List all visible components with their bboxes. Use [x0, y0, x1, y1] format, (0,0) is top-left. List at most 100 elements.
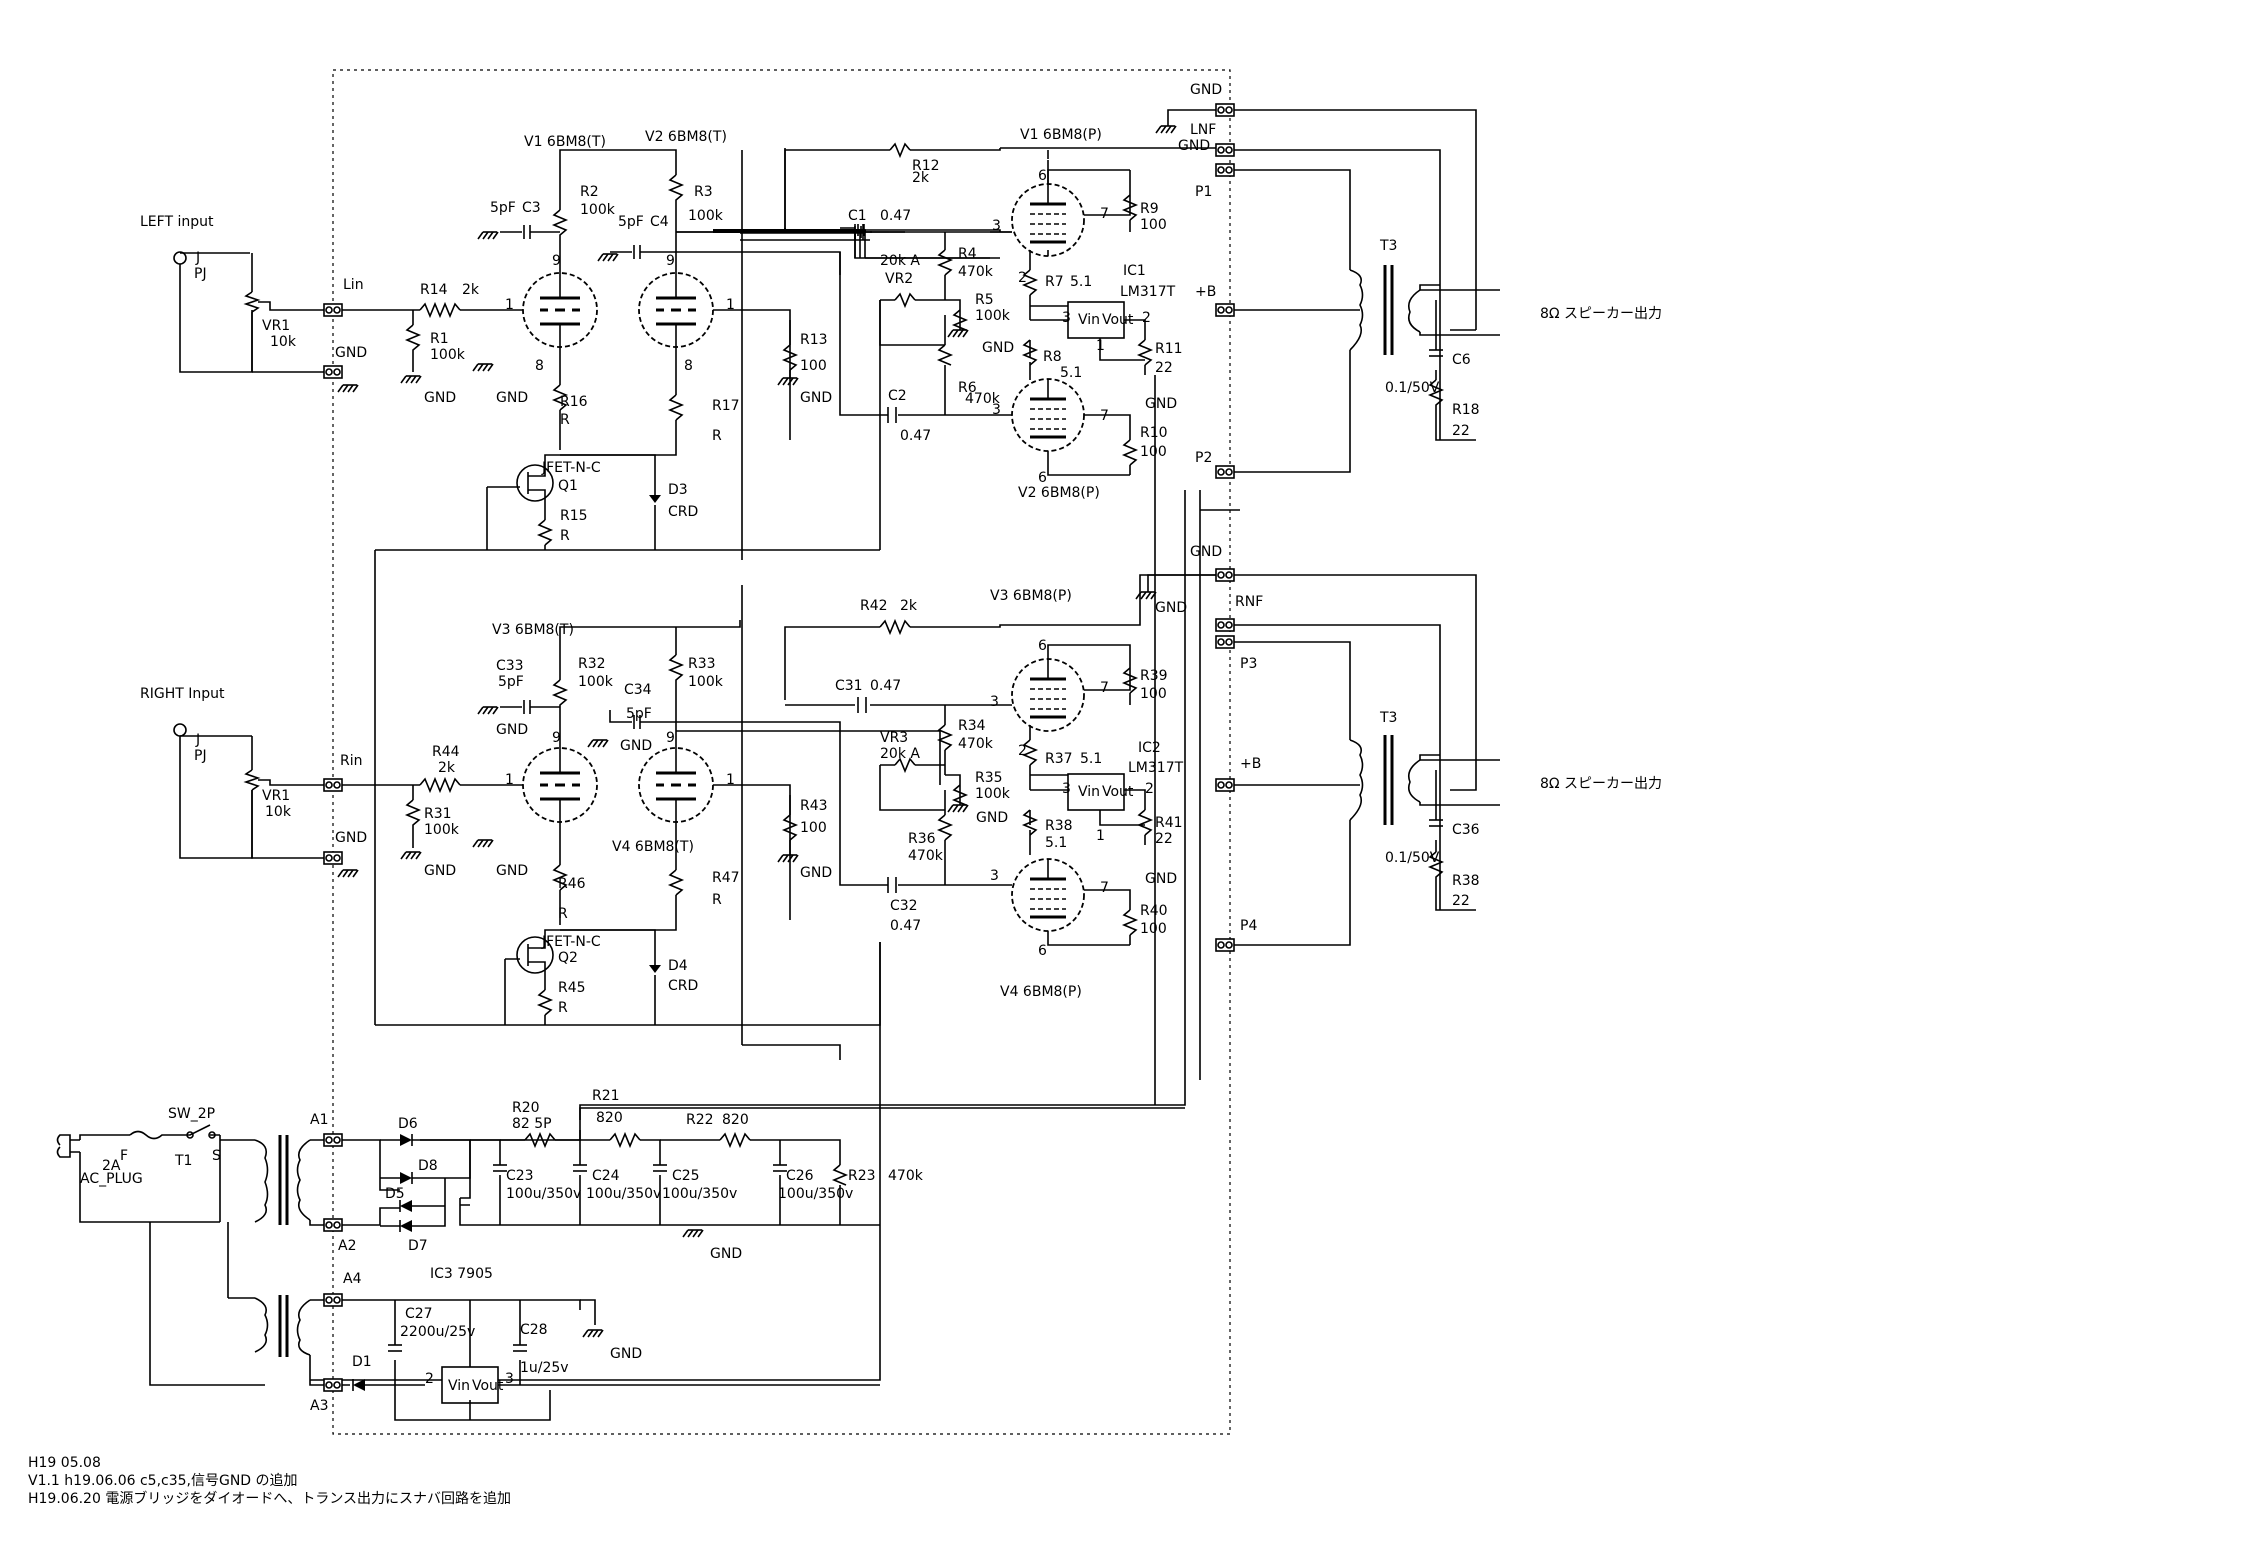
r32-value: 100k	[578, 674, 614, 690]
r40-label: R40	[1140, 903, 1168, 919]
pin-label: 3	[505, 1371, 514, 1387]
r17-value: R	[712, 428, 722, 444]
pin-label: 1	[726, 772, 735, 788]
r41-value: 22	[1155, 831, 1173, 847]
left-g1-c1	[785, 224, 1012, 240]
gnd-label: GND	[496, 863, 528, 879]
left-screen-resistors	[1084, 170, 1139, 475]
pin-label: 2	[1018, 270, 1027, 286]
q1-jfet	[516, 464, 554, 502]
r16-label: R16	[560, 394, 588, 410]
t1-label: T1	[174, 1153, 192, 1169]
d3-value: CRD	[668, 504, 698, 520]
p4-terminal	[1215, 938, 1235, 952]
r23-label: R23	[848, 1168, 876, 1184]
c4-label: C4	[650, 214, 669, 230]
r22-label: R22	[686, 1112, 714, 1128]
p3-terminal	[1215, 635, 1235, 649]
r10-label: R10	[1140, 425, 1168, 441]
r46-value: R	[558, 906, 568, 922]
pin-label: 6	[1038, 638, 1047, 654]
s-label: S	[212, 1148, 221, 1164]
t3b-label: T3	[1379, 710, 1397, 726]
r3-label: R3	[694, 184, 713, 200]
v2t-label: V2 6BM8(T)	[645, 129, 727, 145]
pin-label: 9	[666, 253, 675, 269]
v2-triode	[637, 271, 715, 349]
r31-label: R31	[424, 806, 452, 822]
v2-pentode	[1010, 377, 1086, 453]
c33-label: C33	[496, 658, 524, 674]
q2-name: Q2	[558, 950, 578, 966]
r5-label: R5	[975, 292, 994, 308]
r37-label: R37	[1045, 751, 1073, 767]
c33-value: 5pF	[498, 674, 524, 690]
ic2-value: LM317T	[1128, 760, 1184, 776]
gnd-label: GND	[710, 1246, 742, 1262]
q2-label: JFET-N-C	[541, 934, 601, 950]
c34-value: 5pF	[626, 706, 652, 722]
a4-label: A4	[343, 1271, 362, 1287]
left-jack-type: PJ	[194, 266, 207, 282]
left-gnd-label: GND	[335, 345, 367, 361]
a2-label: A2	[338, 1238, 356, 1254]
vr2-label: VR2	[885, 271, 913, 287]
ic1-vout: Vout	[1102, 312, 1134, 328]
ic1-value: LM317T	[1120, 284, 1176, 300]
r45-label: R45	[558, 980, 586, 996]
a3-terminal	[323, 1378, 343, 1392]
gnd-label: GND	[800, 390, 832, 406]
d3-label: D3	[668, 482, 688, 498]
r2-value: 100k	[580, 202, 616, 218]
right-jack-icon	[173, 723, 187, 737]
pin-label: 3	[990, 868, 999, 884]
chassis-boundary	[332, 69, 1231, 1435]
v1-triode	[521, 271, 599, 349]
c34-label: C34	[624, 682, 652, 698]
left-cathode-reg	[1021, 250, 1154, 380]
c23-value: 100u/350v	[506, 1186, 581, 1202]
gnd-label: GND	[1190, 544, 1222, 560]
r38s-value: 22	[1452, 893, 1470, 909]
plug-label: AC_PLUG	[80, 1171, 143, 1187]
pin-label: 6	[1038, 168, 1047, 184]
b-label: +B	[1195, 284, 1216, 300]
pin-label: 3	[1062, 310, 1071, 326]
c28-label: C28	[520, 1322, 548, 1338]
left-speaker-out: 8Ω スピーカー出力	[1540, 306, 1662, 322]
c3-label: C3	[522, 200, 541, 216]
gnd-label: GND	[1145, 396, 1177, 412]
r5-value: 100k	[975, 308, 1011, 324]
right-jack-type: PJ	[194, 748, 207, 764]
r41-label: R41	[1155, 815, 1183, 831]
r43-value: 100	[800, 820, 827, 836]
left-gnd-terminal	[323, 365, 343, 379]
note-line-1: H19 05.08	[28, 1455, 101, 1471]
c26-value: 100u/350v	[778, 1186, 853, 1202]
ic1-vin: Vin	[1078, 312, 1100, 328]
r31-value: 100k	[424, 822, 460, 838]
r21-label: R21	[592, 1088, 620, 1104]
d4-label: D4	[668, 958, 688, 974]
gnd-label: GND	[1190, 82, 1222, 98]
r34-label: R34	[958, 718, 986, 734]
p1-terminal	[1215, 163, 1235, 177]
gnd-label: GND	[976, 810, 1008, 826]
right-input-label: RIGHT Input	[140, 686, 225, 702]
p4-label: P4	[1240, 918, 1257, 934]
right-channel: RIGHT Input J PJ VR1 10k Rin GND R44 2k …	[140, 544, 1662, 1026]
r12-value: 2k	[912, 170, 930, 186]
gnd-label: GND	[1145, 871, 1177, 887]
r39-label: R39	[1140, 668, 1168, 684]
r38-label: R38	[1045, 818, 1073, 834]
r23-value: 470k	[888, 1168, 924, 1184]
r36-label: R36	[908, 831, 936, 847]
a1-terminal	[323, 1133, 343, 1147]
pin-label: 3	[992, 218, 1001, 234]
b-terminal	[1215, 303, 1235, 317]
r8-value: 5.1	[1060, 365, 1082, 381]
r21-value: 820	[596, 1110, 623, 1126]
left-port-label: Lin	[343, 277, 364, 293]
left-jack-label: J	[195, 250, 200, 266]
